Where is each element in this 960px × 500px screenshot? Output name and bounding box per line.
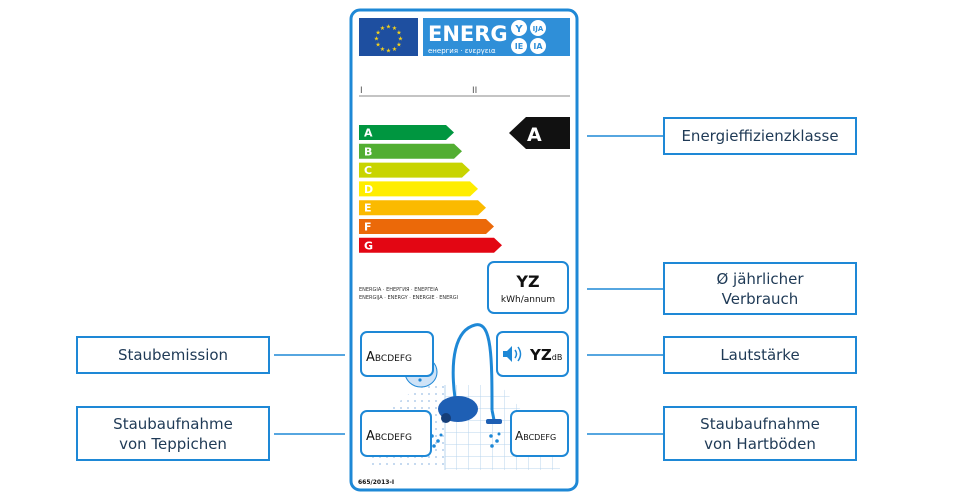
- supplier-mark-i: I: [360, 86, 363, 96]
- energy-words-line2: ENERGIJA · ENERGY · ENERGIE · ENERGI: [359, 295, 458, 301]
- callout-carpet-pickup-line1: Staubaufnahme: [113, 414, 233, 433]
- callout-noise-text: Lautstärke: [720, 346, 800, 364]
- regulation-number: 665/2013-I: [358, 479, 394, 486]
- vacuum-hose: [451, 323, 494, 411]
- callout-dust-emission: Staubemission: [76, 336, 270, 374]
- eu-star: ★: [386, 48, 391, 55]
- selected-class-arrow: [509, 117, 570, 149]
- eu-star: ★: [392, 25, 397, 32]
- energy-class-bar: [359, 162, 470, 178]
- connector-lines: [274, 135, 663, 435]
- annual-consumption-value: YZ: [515, 272, 539, 291]
- speaker-icon: [503, 346, 522, 362]
- vacuum-wheel: [441, 413, 451, 423]
- energy-class-letter: D: [364, 183, 373, 196]
- callout-annual-consumption: Ø jährlicher Verbrauch: [663, 262, 857, 315]
- eu-star: ★: [375, 42, 380, 49]
- eu-star: ★: [396, 42, 401, 49]
- energy-header-band: [423, 18, 570, 56]
- energy-class-letter: B: [364, 145, 372, 158]
- callout-annual-consumption-line2: Verbrauch: [721, 289, 799, 308]
- energy-class-bar: [359, 200, 486, 216]
- eu-star: ★: [380, 46, 385, 53]
- callout-noise: Lautstärke: [663, 336, 857, 374]
- vacuum-wand: [490, 409, 496, 421]
- hardfloor-pickup-box: [510, 410, 569, 457]
- callout-hardfloor-pickup-line1: Staubaufnahme: [700, 414, 820, 433]
- energy-class-letter: A: [364, 127, 373, 140]
- energy-class-bar: [359, 125, 454, 140]
- carpet-pickup-scale: ABCDEFG: [366, 429, 412, 444]
- energy-class-bar: [359, 237, 502, 253]
- callout-hardfloor-pickup: Staubaufnahme von Hartböden: [663, 406, 857, 461]
- callout-carpet-pickup-line2: von Teppichen: [119, 434, 227, 453]
- energy-class-letter: E: [364, 202, 372, 215]
- eu-star: ★: [374, 36, 379, 43]
- energy-efficiency-scale: ABCDEFG: [359, 125, 502, 253]
- eu-star: ★: [386, 24, 391, 31]
- callout-energy-class-text: Energieffizienzklasse: [681, 127, 839, 145]
- noise-box: [496, 331, 569, 377]
- energy-header-subtitle: енергия · ενεργεια: [428, 47, 496, 55]
- callout-dust-emission-text: Staubemission: [117, 346, 229, 364]
- vacuum-nozzle: [486, 419, 502, 424]
- eu-stars: ★★★★★★★★★★★★: [374, 24, 403, 55]
- annual-consumption-box: [487, 261, 569, 314]
- dust-emission-scale: ABCDEFG: [366, 350, 412, 365]
- energy-header-word: ENERG: [428, 22, 508, 46]
- eu-star: ★: [375, 30, 380, 37]
- callout-hardfloor-pickup-line2: von Hartböden: [704, 434, 816, 453]
- callout-annual-consumption-line1: Ø jährlicher: [716, 269, 804, 288]
- annual-consumption-unit: kWh/annum: [501, 295, 555, 305]
- energy-class-letter: F: [364, 221, 372, 234]
- eu-star: ★: [380, 25, 385, 32]
- suffix-badge: Y: [514, 24, 523, 35]
- eu-flag: [359, 18, 418, 56]
- suffix-badge: IE: [515, 42, 523, 51]
- selected-class-letter: A: [527, 124, 542, 146]
- energy-class-bar: [359, 181, 478, 197]
- eu-star: ★: [392, 46, 397, 53]
- noise-value: YZdB: [529, 346, 562, 364]
- energy-class-letter: G: [364, 239, 373, 252]
- carpet-pickup-box: [360, 410, 432, 457]
- eu-star: ★: [396, 30, 401, 37]
- suffix-badge: IA: [533, 42, 543, 51]
- callout-carpet-pickup: Staubaufnahme von Teppichen: [76, 406, 270, 461]
- energy-class-letter: C: [364, 164, 372, 177]
- hardfloor-pickup-scale: ABCDEFG: [515, 429, 556, 443]
- dust-emission-box: [360, 331, 434, 377]
- energy-words-line1: ENERGIA · ЕНЕРГИЯ · ΕΝΕΡΓΕΙΑ: [359, 287, 439, 293]
- energy-class-bar: [359, 219, 494, 234]
- suffix-badge: IJA: [533, 25, 544, 33]
- energy-class-bar: [359, 143, 462, 159]
- eu-star: ★: [398, 36, 403, 43]
- callout-energy-class: Energieffizienzklasse: [663, 117, 857, 155]
- suffix-badges: Y IJA IE IA: [511, 20, 546, 54]
- model-mark-ii: II: [472, 86, 477, 96]
